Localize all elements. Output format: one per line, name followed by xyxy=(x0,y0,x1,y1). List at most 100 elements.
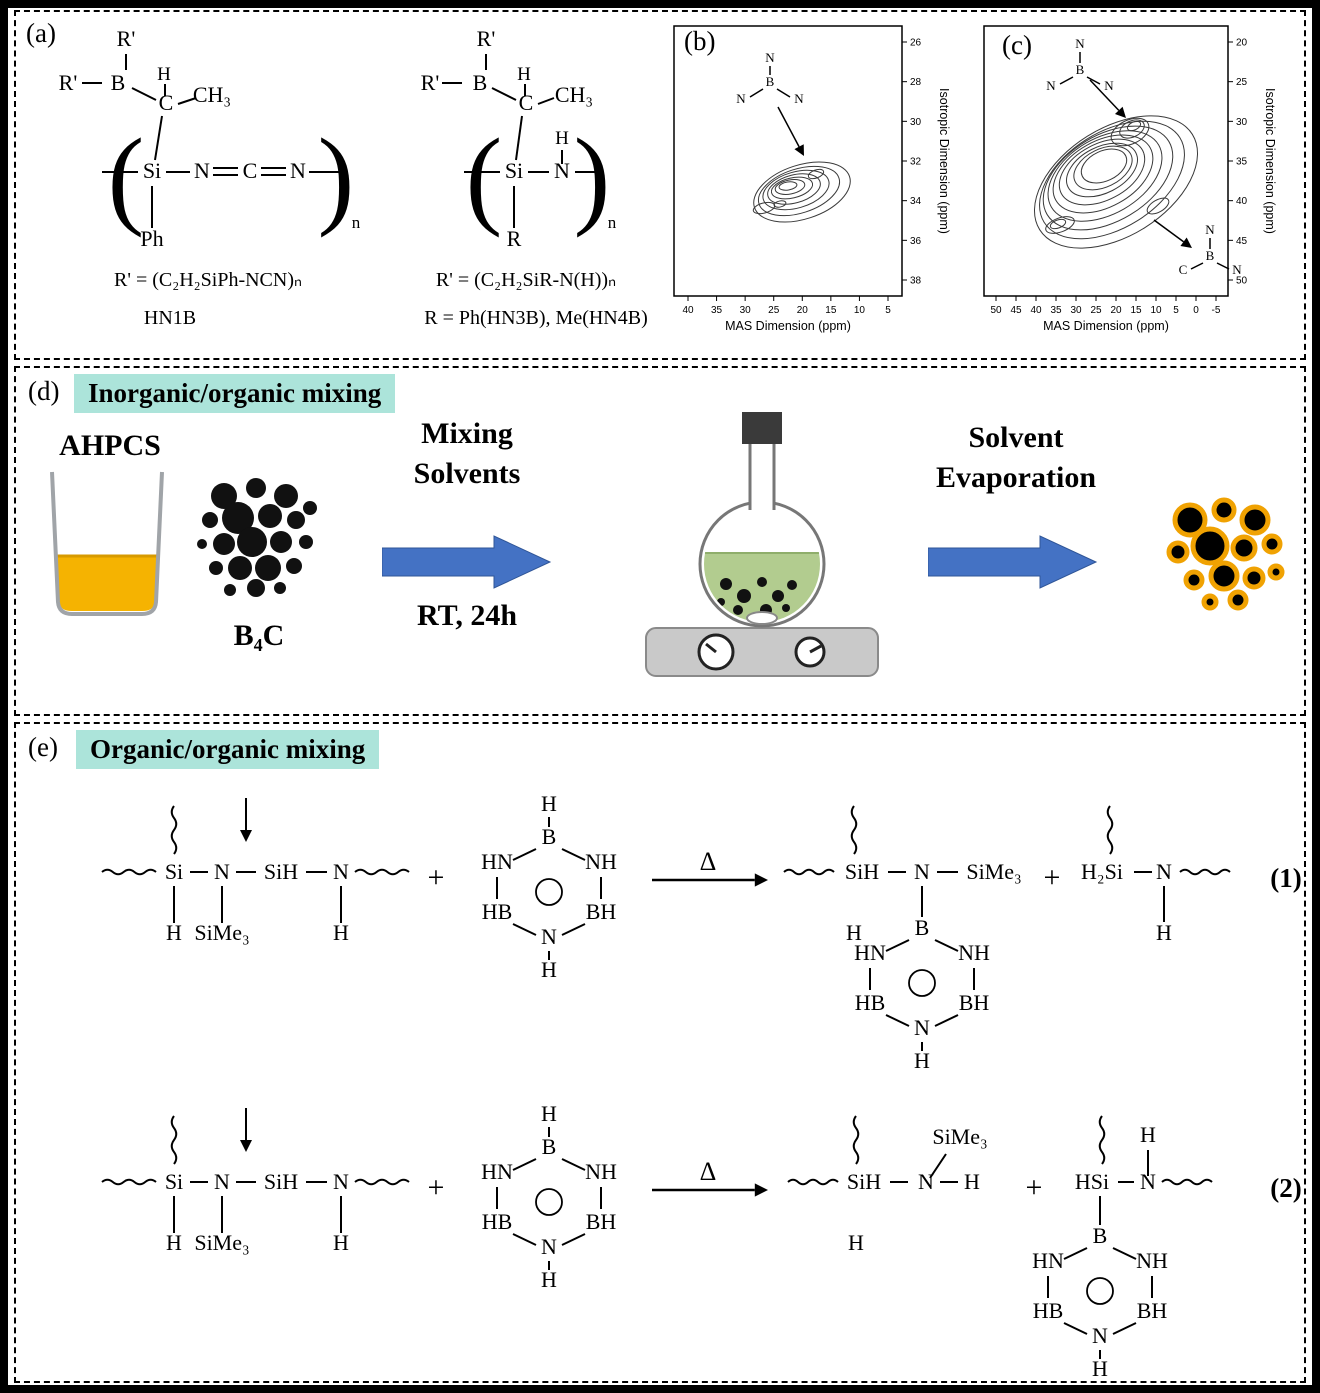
svg-text:0: 0 xyxy=(1193,305,1199,316)
svg-text:R': R' xyxy=(477,26,496,51)
beaker-liquid xyxy=(56,556,158,611)
svg-text:+: + xyxy=(428,1171,445,1204)
svg-text:40: 40 xyxy=(1236,196,1248,207)
svg-text:B: B xyxy=(542,824,557,849)
svg-text:HN: HN xyxy=(481,1159,513,1184)
svg-text:): ) xyxy=(574,116,611,238)
svg-text:N: N xyxy=(1092,1323,1108,1348)
svg-text:H: H xyxy=(541,791,557,816)
svg-text:N: N xyxy=(1156,859,1172,884)
svg-text:H: H xyxy=(166,920,182,945)
svg-text:Δ: Δ xyxy=(700,1157,717,1186)
svg-text:H: H xyxy=(157,64,171,85)
panel-d-title: Inorganic/organic mixing xyxy=(74,374,396,414)
mixing-label-line1: Mixing xyxy=(421,417,513,450)
svg-text:25: 25 xyxy=(768,305,780,316)
flask-reflection xyxy=(746,611,778,625)
svg-text:N: N xyxy=(1075,36,1085,51)
svg-text:HN: HN xyxy=(854,940,886,965)
nmr-c-xlabel: MAS Dimension (ppm) xyxy=(1043,319,1169,333)
svg-text:50: 50 xyxy=(990,305,1002,316)
svg-text:15: 15 xyxy=(825,305,837,316)
svg-text:CH₃: CH₃ xyxy=(555,82,593,107)
svg-text:32: 32 xyxy=(910,157,922,168)
rt-24h-label: RT, 24h xyxy=(416,599,518,632)
svg-text:35: 35 xyxy=(1236,157,1248,168)
dial-2-needle xyxy=(809,644,822,654)
svg-text:H: H xyxy=(541,1267,557,1292)
svg-text:SiH: SiH xyxy=(264,1169,298,1194)
svg-text:26: 26 xyxy=(910,38,922,49)
svg-text:34: 34 xyxy=(910,196,922,207)
arrow-shape xyxy=(928,535,1098,589)
svg-text:SiMe₃: SiMe₃ xyxy=(932,1124,987,1149)
svg-text:N: N xyxy=(541,1234,557,1259)
svg-text:NH: NH xyxy=(585,1159,617,1184)
svg-text:5: 5 xyxy=(1173,305,1179,316)
svg-text:H: H xyxy=(166,1230,182,1255)
svg-text:C: C xyxy=(159,90,174,115)
svg-text:N: N xyxy=(214,859,230,884)
svg-text:N: N xyxy=(554,158,570,183)
svg-text:20: 20 xyxy=(1110,305,1122,316)
solvent-label-line1: Solvent xyxy=(968,421,1064,454)
svg-text:10: 10 xyxy=(1150,305,1162,316)
b4c-particles xyxy=(197,478,317,597)
svg-text:R': R' xyxy=(59,70,78,95)
svg-text:N: N xyxy=(1140,1169,1156,1194)
svg-text:+: + xyxy=(1044,861,1061,894)
mixing-label-line2: Solvents xyxy=(413,457,521,490)
svg-text:B: B xyxy=(111,70,126,95)
section-inorganic-mixing: (d) Inorganic/organic mixing AHPCS B₄ xyxy=(14,366,1306,716)
svg-text:20: 20 xyxy=(1236,38,1248,49)
svg-text:R' = (C₂H₂SiR-N(H))ₙ: R' = (C₂H₂SiR-N(H))ₙ xyxy=(436,269,616,291)
svg-text:N: N xyxy=(333,859,349,884)
svg-text:BH: BH xyxy=(959,990,990,1015)
process-arrow-1 xyxy=(382,535,552,589)
svg-text:NH: NH xyxy=(1136,1248,1168,1273)
svg-text:N: N xyxy=(736,91,746,106)
svg-text:+: + xyxy=(428,861,445,894)
svg-text:(2): (2) xyxy=(1270,1173,1301,1203)
svg-text:25: 25 xyxy=(1236,77,1248,88)
svg-text:C: C xyxy=(1179,262,1188,277)
svg-text:B: B xyxy=(766,74,775,89)
svg-text:N: N xyxy=(1205,222,1215,237)
svg-text:25: 25 xyxy=(1090,305,1102,316)
svg-text:35: 35 xyxy=(711,305,723,316)
svg-text:N: N xyxy=(914,1015,930,1040)
svg-text:Si: Si xyxy=(505,158,523,183)
svg-text:(: ( xyxy=(108,116,145,238)
svg-text:N: N xyxy=(918,1169,934,1194)
svg-text:Si: Si xyxy=(143,158,161,183)
svg-text:HB: HB xyxy=(1033,1298,1064,1323)
svg-text:SiH: SiH xyxy=(264,859,298,884)
svg-text:B: B xyxy=(473,70,488,95)
svg-text:36: 36 xyxy=(910,236,922,247)
svg-text:45: 45 xyxy=(1010,305,1022,316)
nmr-b-xlabel: MAS Dimension (ppm) xyxy=(725,319,851,333)
flask-on-stirrer-icon xyxy=(645,412,879,677)
svg-text:HN: HN xyxy=(481,849,513,874)
svg-text:HB: HB xyxy=(482,1209,513,1234)
svg-text:SiH: SiH xyxy=(845,859,879,884)
svg-text:45: 45 xyxy=(1236,236,1248,247)
svg-text:SiMe₃: SiMe₃ xyxy=(194,1230,249,1255)
svg-text:H: H xyxy=(914,1048,930,1073)
svg-text:NH: NH xyxy=(958,940,990,965)
svg-text:N: N xyxy=(333,1169,349,1194)
svg-text:BH: BH xyxy=(586,899,617,924)
svg-text:N: N xyxy=(290,158,306,183)
nmr-c-ylabel: Isotropic Dimension (ppm) xyxy=(1263,88,1277,234)
panel-b-label: (b) xyxy=(684,26,716,56)
svg-text:R: R xyxy=(507,226,522,251)
svg-text:HB: HB xyxy=(482,899,513,924)
